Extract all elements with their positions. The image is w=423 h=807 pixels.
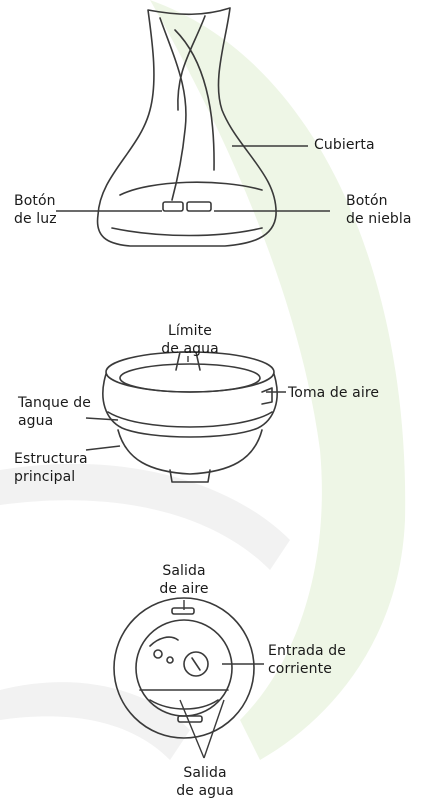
label-limite-agua: Límite de agua: [158, 322, 222, 358]
label-salida-agua-line2: de agua: [176, 783, 234, 799]
label-salida-aire: Salida de aire: [150, 562, 218, 598]
leader-salida-agua-1: [179, 699, 205, 759]
label-boton-niebla: Botón de niebla: [346, 192, 412, 228]
leader-salida-agua-2: [203, 699, 225, 759]
label-tanque-agua-line1: Tanque de: [18, 395, 91, 411]
label-tanque-agua-line2: agua: [18, 413, 54, 429]
diagram1-leaders: [56, 145, 330, 212]
label-salida-aire-line1: Salida: [162, 563, 206, 579]
label-estructura-line1: Estructura: [14, 451, 88, 467]
label-cubierta-line1: Cubierta: [314, 137, 375, 153]
leader-estructura: [85, 445, 121, 451]
label-entrada-corriente: Entrada de corriente: [268, 642, 346, 678]
label-cubierta: Cubierta: [314, 136, 375, 154]
label-salida-agua-line1: Salida: [183, 765, 227, 781]
label-tanque-agua: Tanque de agua: [18, 394, 91, 430]
background-gray-swoosh-top: [0, 463, 290, 570]
diagram3-leaders: [179, 600, 264, 759]
label-boton-niebla-line1: Botón: [346, 193, 388, 209]
label-entrada-corriente-line2: corriente: [268, 661, 332, 677]
label-salida-agua: Salida de agua: [170, 764, 240, 800]
label-entrada-corriente-line1: Entrada de: [268, 643, 346, 659]
label-toma-aire-line1: Toma de aire: [288, 385, 380, 401]
label-estructura-line2: principal: [14, 469, 76, 485]
label-boton-niebla-line2: de niebla: [346, 211, 412, 227]
leader-tanque-agua: [85, 417, 119, 421]
diagram2-leaders: [85, 356, 286, 451]
label-toma-aire: Toma de aire: [288, 384, 379, 402]
label-salida-aire-line2: de aire: [159, 581, 209, 597]
background-gray-swoosh-bottom: [0, 682, 190, 760]
background-green-swoosh: [150, 0, 406, 760]
label-limite-agua-line1: Límite: [168, 323, 212, 339]
label-boton-luz-line1: Botón: [14, 193, 56, 209]
diffuser-open-view: [102, 351, 278, 483]
label-boton-luz: Botón de luz: [14, 192, 57, 228]
diffuser-bottom-view: [113, 597, 255, 739]
label-boton-luz-line2: de luz: [14, 211, 57, 227]
label-estructura: Estructura principal: [14, 450, 88, 486]
label-limite-agua-line2: de agua: [161, 341, 219, 357]
diffuser-front-view: [96, 7, 277, 247]
